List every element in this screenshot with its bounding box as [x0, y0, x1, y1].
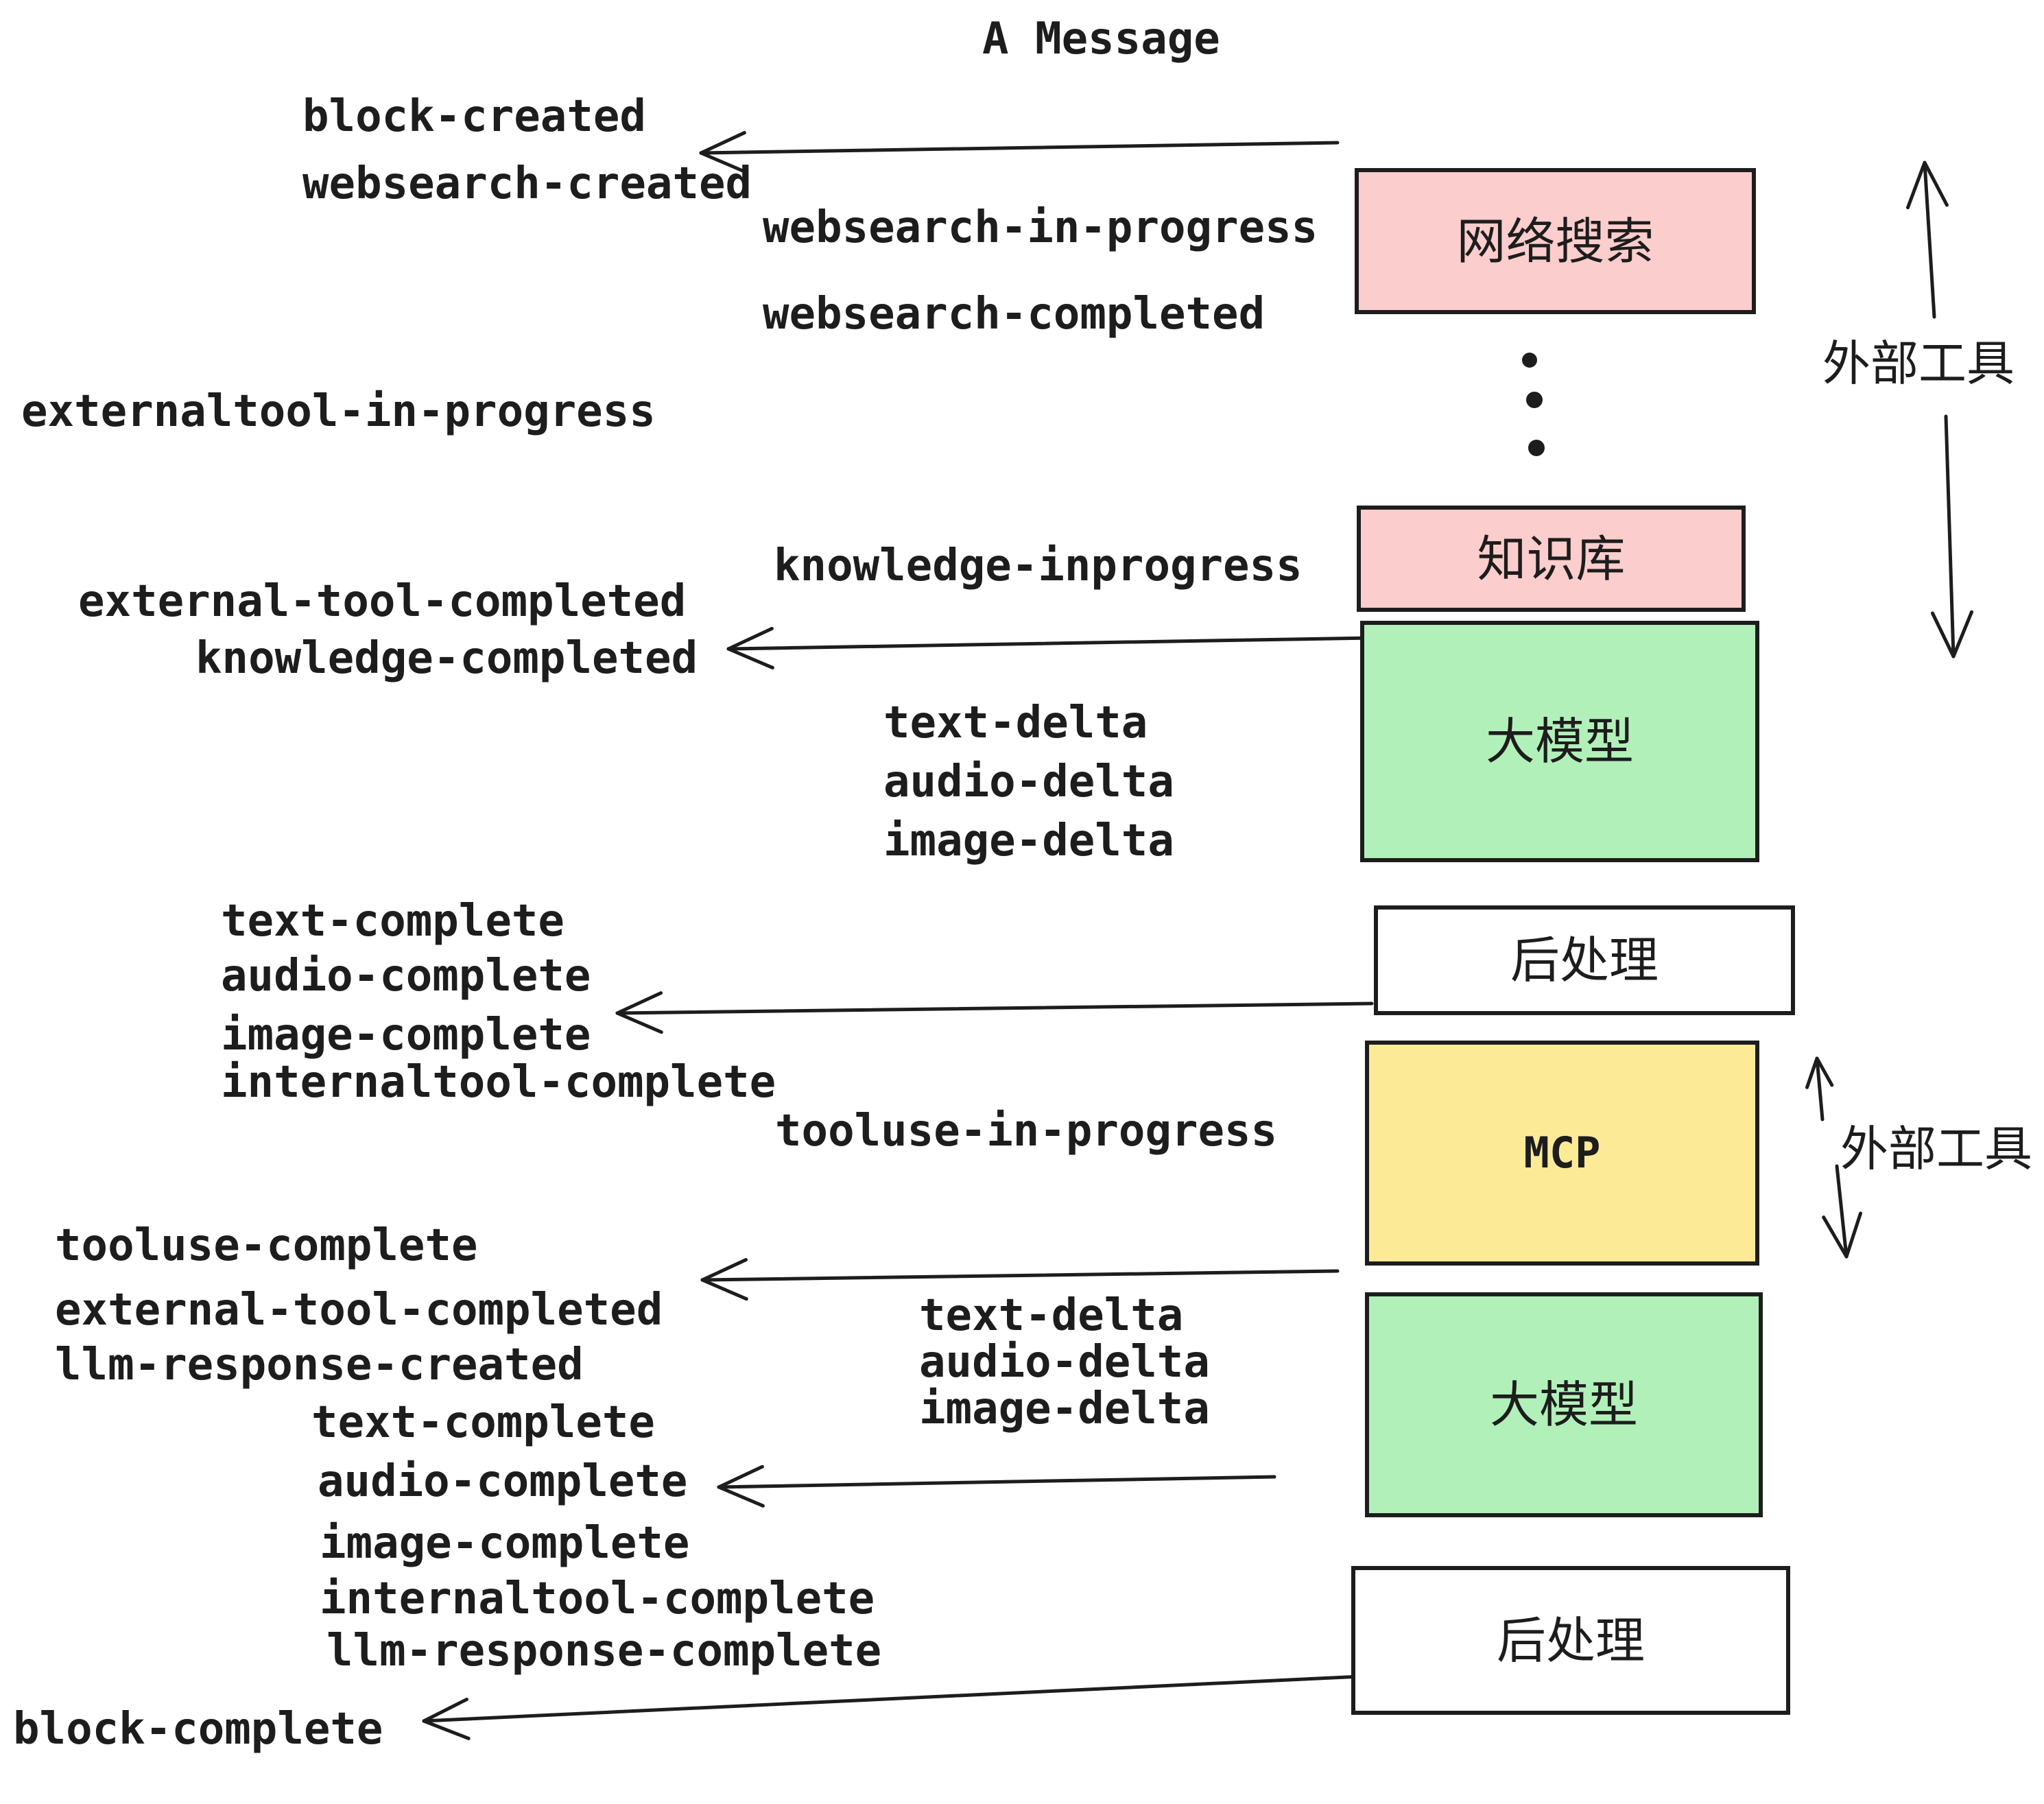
event-label-image-complete: image-complete — [221, 1010, 591, 1060]
event-label-knowledge-inprogress: knowledge-inprogress — [774, 541, 1303, 591]
ellipsis-dots — [1522, 353, 1545, 456]
websearch-return-arrow — [699, 130, 1340, 174]
event-label-audio-delta: audio-delta — [919, 1337, 1210, 1388]
external-tools-down-arrow-2 — [1822, 1164, 1863, 1259]
side-label-external-tools-1: 外部工具 — [1822, 335, 2015, 392]
event-label-block-complete: block-complete — [13, 1704, 383, 1755]
page-title: A Message — [982, 14, 1220, 64]
knowledge-return-arrow — [726, 626, 1374, 669]
event-label-websearch-in-progress: websearch-in-progress — [763, 202, 1318, 253]
box-knowledge: 知识库 — [1357, 506, 1746, 612]
event-label-websearch-created: websearch-created — [302, 158, 752, 209]
event-label-image-complete: image-complete — [320, 1518, 690, 1569]
box-mcp: MCP — [1365, 1041, 1759, 1266]
event-label-knowledge-completed: knowledge-completed — [195, 633, 698, 684]
event-label-audio-complete: audio-complete — [221, 951, 591, 1001]
box-llm-2: 大模型 — [1365, 1292, 1763, 1517]
event-label-audio-complete: audio-complete — [318, 1456, 688, 1507]
external-tools-down-arrow-1 — [1930, 414, 1974, 658]
box-label-llm-2: 大模型 — [1489, 1376, 1638, 1434]
event-label-llm-response-complete: llm-response-complete — [326, 1626, 882, 1676]
box-postprocess-1: 后处理 — [1374, 905, 1795, 1015]
event-label-externaltool-in-progress: externaltool-in-progress — [21, 386, 656, 437]
event-label-text-complete: text-complete — [221, 896, 565, 947]
box-llm-1: 大模型 — [1360, 621, 1759, 862]
event-label-llm-response-created: llm-response-created — [55, 1340, 584, 1390]
box-label-knowledge: 知识库 — [1477, 530, 1626, 588]
box-label-postprocess-1: 后处理 — [1510, 931, 1659, 989]
event-label-image-delta: image-delta — [883, 816, 1174, 866]
event-label-text-delta: text-delta — [919, 1290, 1184, 1341]
box-label-websearch: 网络搜索 — [1456, 212, 1654, 270]
event-label-audio-delta: audio-delta — [883, 757, 1174, 807]
box-websearch: 网络搜索 — [1355, 168, 1756, 314]
event-label-external-tool-completed: external-tool-completed — [78, 576, 687, 627]
llm-return-arrow-1 — [615, 991, 1374, 1034]
event-label-text-delta: text-delta — [883, 698, 1148, 748]
event-label-tooluse-complete: tooluse-complete — [55, 1220, 478, 1271]
event-label-internaltool-complete: internaltool-complete — [320, 1574, 875, 1624]
llm-return-arrow-2 — [717, 1464, 1276, 1508]
external-tools-up-arrow-2 — [1805, 1056, 1834, 1121]
event-label-image-delta: image-delta — [919, 1384, 1210, 1434]
side-label-external-tools-2: 外部工具 — [1840, 1121, 2032, 1177]
event-label-internaltool-complete: internaltool-complete — [221, 1057, 776, 1108]
box-postprocess-2: 后处理 — [1351, 1566, 1790, 1715]
event-label-tooluse-in-progress: tooluse-in-progress — [775, 1106, 1278, 1156]
box-label-llm-1: 大模型 — [1485, 713, 1634, 770]
event-label-external-tool-completed: external-tool-completed — [55, 1285, 663, 1336]
box-label-mcp: MCP — [1523, 1128, 1601, 1178]
external-tools-up-arrow-1 — [1905, 161, 1949, 319]
block-complete-arrow — [422, 1674, 1364, 1740]
event-label-block-created: block-created — [302, 91, 646, 142]
event-label-text-complete: text-complete — [311, 1397, 655, 1448]
box-label-postprocess-2: 后处理 — [1496, 1611, 1645, 1670]
event-label-websearch-completed: websearch-completed — [763, 289, 1265, 340]
